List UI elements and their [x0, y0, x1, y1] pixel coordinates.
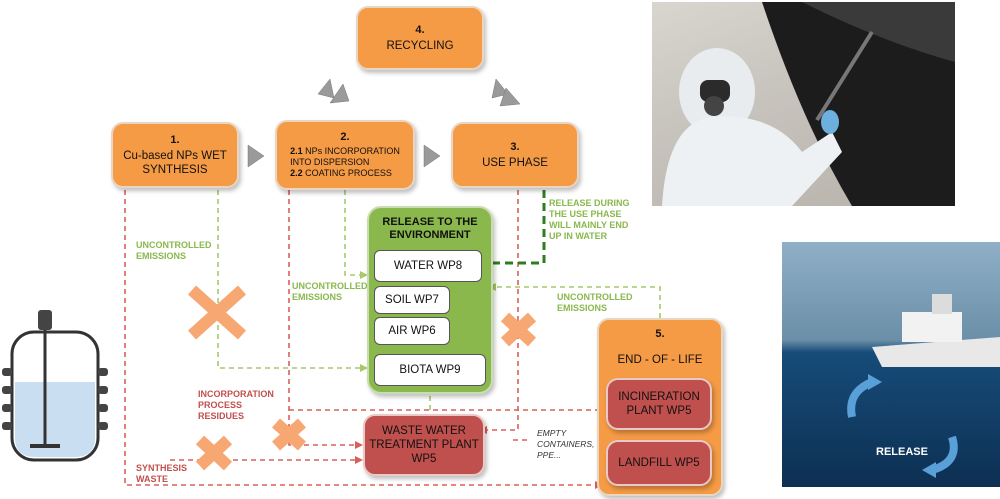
coating-application-photo [652, 2, 955, 206]
step-number: 2. [340, 131, 350, 143]
substep-2-2-label: COATING PROCESS [302, 168, 392, 178]
uncontrolled-emissions-3-line [496, 286, 661, 318]
landfill-label: LANDFILL WP5 [618, 457, 700, 469]
step-label: USE PHASE [482, 156, 548, 169]
ship-release-photo: RELEASE [782, 242, 1000, 487]
step-synthesis: 1. Cu-based NPs WET SYNTHESIS [111, 122, 239, 188]
step-label: RECYCLING [386, 39, 454, 52]
step-number: 5. [655, 328, 665, 340]
arrow-2-to-4 [317, 78, 335, 99]
waste-water-treatment-plant: WASTE WATER TREATMENT PLANT WP5 [363, 414, 485, 476]
landfill: LANDFILL WP5 [606, 440, 712, 486]
step-incorporation: 2. 2.1 NPs INCORPORATION INTO DISPERSION… [275, 120, 415, 190]
uncontrolled-emissions-2-line [344, 190, 360, 276]
substep-2-1-num: 2.1 [290, 146, 303, 156]
substep-2-1-label-cont: INTO DISPERSION [290, 157, 370, 167]
env-water: WATER WP8 [374, 250, 482, 282]
env-soil: SOIL WP7 [374, 286, 450, 314]
uncontrolled-emissions-1-line [217, 190, 360, 369]
step-number: 3. [510, 140, 520, 153]
substep-2-1-label: NPs INCORPORATION [302, 146, 400, 156]
step-use-phase: 3. USE PHASE [451, 122, 579, 188]
incorporation-residue-line [288, 190, 355, 446]
reactor-illustration [2, 310, 108, 462]
step-recycling: 4. RECYCLING [356, 6, 484, 70]
blocked-x-marks [187, 285, 537, 471]
wwtp-line2: TREATMENT PLANT [369, 439, 479, 451]
env-biota: BIOTA WP9 [374, 354, 486, 386]
env-item-label: SOIL WP7 [385, 294, 439, 306]
env-item-label: AIR WP6 [388, 325, 436, 337]
step-label: END - OF - LIFE [617, 354, 703, 366]
arrow-1-to-2 [247, 144, 265, 168]
step-number: 4. [415, 23, 425, 36]
step-number: 1. [170, 133, 180, 146]
release-caption: RELEASE [876, 446, 928, 458]
env-air: AIR WP6 [374, 317, 450, 345]
env-title-line2: ENVIRONMENT [389, 229, 471, 241]
incineration-line1: INCINERATION [618, 391, 700, 403]
incineration-line2: PLANT WP5 [626, 405, 692, 417]
step-label-line2: SYNTHESIS [142, 163, 208, 176]
wwtp-line3: WP5 [411, 453, 437, 465]
env-item-label: WATER WP8 [393, 260, 463, 272]
arrow-2-to-3 [423, 144, 441, 168]
substep-2-2-num: 2.2 [290, 168, 303, 178]
wwtp-line1: WASTE WATER [382, 425, 466, 437]
step-label-line1: Cu-based NPs WET [123, 149, 227, 162]
env-title-line1: RELEASE TO THE [382, 216, 478, 228]
use-to-water-line [478, 190, 546, 265]
env-item-label: BIOTA WP9 [399, 364, 461, 376]
incineration-plant: INCINERATION PLANT WP5 [606, 378, 712, 430]
